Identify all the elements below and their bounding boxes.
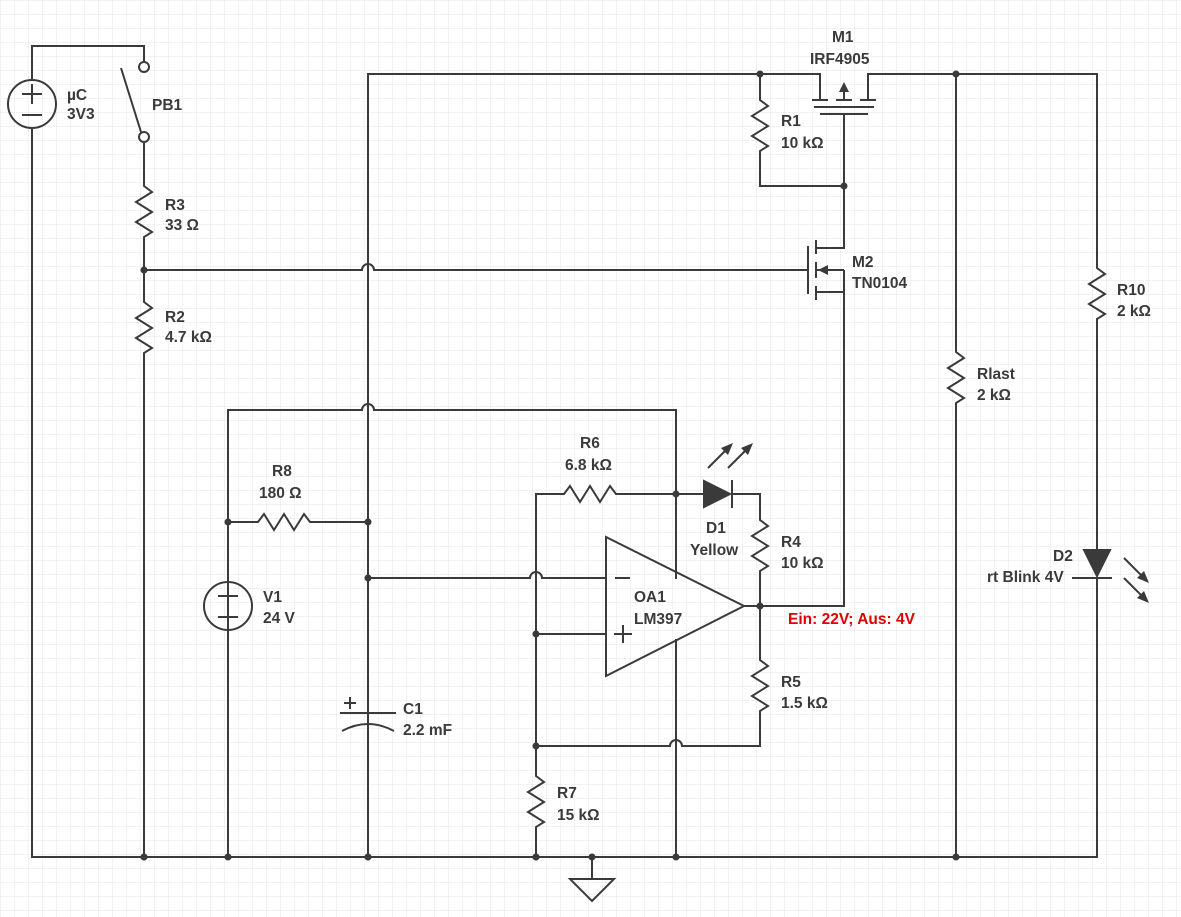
r7-value-label: 15 kΩ [557,807,600,824]
r4-value-label: 10 kΩ [781,555,824,572]
wires [31,45,1098,879]
r5-name-label: R5 [781,674,801,691]
v1-value-label: 24 V [263,610,296,627]
r2-name-label: R2 [165,309,185,326]
v1-voltage-source: V1 24 V [203,581,296,631]
r1-resistor: R1 10 kΩ [750,94,824,166]
r10-name-label: R10 [1117,282,1145,299]
d2-value-label: rt Blink 4V [987,569,1064,586]
r6-value-label: 6.8 kΩ [565,457,612,474]
m1-value-label: IRF4905 [810,51,870,68]
pb1-name-label: PB1 [152,97,183,114]
r10-value-label: 2 kΩ [1117,303,1151,320]
v1-name-label: V1 [263,589,282,606]
r3-value-label: 33 Ω [165,217,199,234]
c1-value-label: 2.2 mF [403,722,452,739]
oa1-value-label: LM397 [634,611,682,628]
r5-resistor: R5 1.5 kΩ [750,654,828,718]
m1-p-mosfet: M1 IRF4905 [810,29,876,115]
r7-resistor: R7 15 kΩ [526,770,600,834]
r7-name-label: R7 [557,785,577,802]
r8-value-label: 180 Ω [259,485,302,502]
m1-name-label: M1 [832,29,854,46]
r6-resistor: R6 6.8 kΩ [558,435,626,504]
rlast-name-label: Rlast [977,366,1015,383]
oa1-name-label: OA1 [634,589,666,606]
c1-capacitor: C1 2.2 mF [340,697,452,739]
uc-name-label: µC [67,87,87,104]
r3-resistor: R3 33 Ω [134,180,199,242]
d1-led: D1 Yellow [690,443,753,559]
d1-name-label: D1 [706,520,726,537]
rlast-resistor: Rlast 2 kΩ [946,346,1015,410]
d2-led: D2 rt Blink 4V [987,548,1149,603]
d1-value-label: Yellow [690,542,739,559]
ground-symbol [567,878,617,903]
d2-name-label: D2 [1053,548,1073,565]
pb1-push-button: PB1 [120,61,183,143]
c1-name-label: C1 [403,701,423,718]
m2-value-label: TN0104 [852,275,908,292]
r6-name-label: R6 [580,435,600,452]
r8-name-label: R8 [272,463,292,480]
uc-value-label: 3V3 [67,106,95,123]
output-voltage-annotation: Ein: 22V; Aus: 4V [788,611,916,628]
junction-dots [140,70,960,861]
r5-value-label: 1.5 kΩ [781,695,828,712]
r3-name-label: R3 [165,197,185,214]
r1-name-label: R1 [781,113,801,130]
oa1-comparator: OA1 LM397 [605,535,747,678]
wire-crossovers [361,263,683,747]
r2-value-label: 4.7 kΩ [165,329,212,346]
m2-n-mosfet: M2 TN0104 [807,240,908,300]
r2-resistor: R2 4.7 kΩ [134,296,212,358]
r1-value-label: 10 kΩ [781,135,824,152]
r10-resistor: R10 2 kΩ [1087,262,1151,326]
rlast-value-label: 2 kΩ [977,387,1011,404]
r4-resistor: R4 10 kΩ [750,514,824,584]
uc-voltage-source: µC 3V3 [7,79,95,129]
m2-name-label: M2 [852,254,874,271]
r4-name-label: R4 [781,534,801,551]
r8-resistor: R8 180 Ω [252,463,318,532]
